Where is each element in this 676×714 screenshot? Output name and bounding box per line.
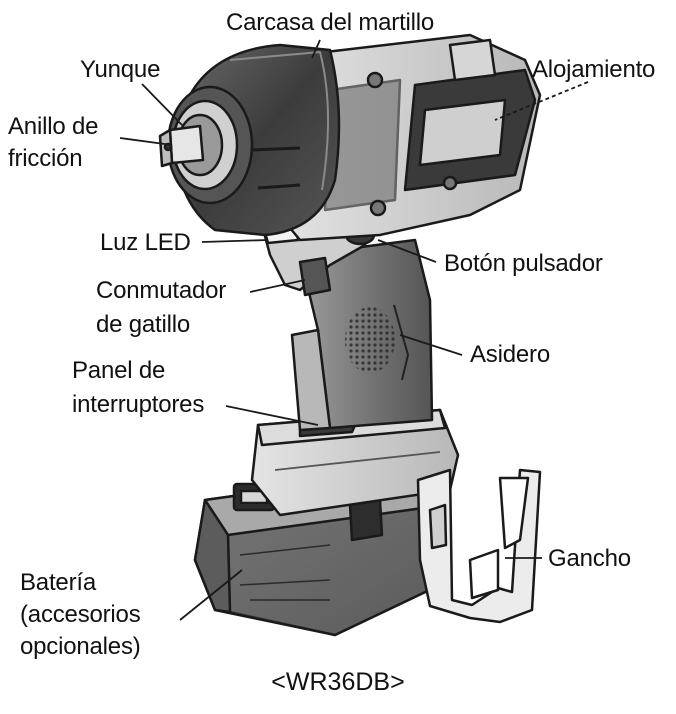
- leader-carcasa: [311, 39, 321, 59]
- label-alojamiento: Alojamiento: [532, 56, 656, 83]
- label-anillo-2: fricción: [8, 145, 83, 172]
- belt-hook: [416, 468, 542, 624]
- label-bateria-1: Batería: [20, 569, 96, 596]
- anvil-assembly: [158, 85, 254, 205]
- leader-boton: [377, 239, 437, 263]
- label-bateria-3: opcionales): [20, 633, 141, 660]
- label-conmutador-1: Conmutador: [96, 277, 227, 304]
- leader-bateria: [179, 569, 243, 621]
- grip: [290, 238, 434, 432]
- label-anillo-1: Anillo de: [8, 113, 99, 140]
- label-carcasa: Carcasa del martillo: [226, 9, 435, 36]
- label-boton: Botón pulsador: [444, 250, 603, 277]
- leader-panel: [225, 405, 319, 426]
- label-bateria-2: (accesorios: [20, 601, 141, 628]
- leader-alojamiento: [494, 81, 589, 121]
- label-panel-2: interruptores: [72, 391, 205, 418]
- label-gancho: Gancho: [548, 545, 631, 572]
- label-yunque: Yunque: [80, 56, 161, 83]
- leader-asidero: [399, 334, 463, 356]
- leader-conmutador: [249, 279, 306, 293]
- leader-lines: [119, 39, 589, 621]
- leader-yunque: [141, 83, 183, 126]
- model-caption: <WR36DB>: [271, 668, 405, 696]
- label-luz-led: Luz LED: [100, 229, 191, 256]
- leader-luz-led: [201, 239, 269, 243]
- leader-anillo: [119, 137, 173, 146]
- main-housing: [273, 33, 542, 242]
- label-conmutador-2: de gatillo: [96, 311, 191, 338]
- label-asidero: Asidero: [470, 341, 550, 368]
- label-panel-1: Panel de: [72, 357, 166, 384]
